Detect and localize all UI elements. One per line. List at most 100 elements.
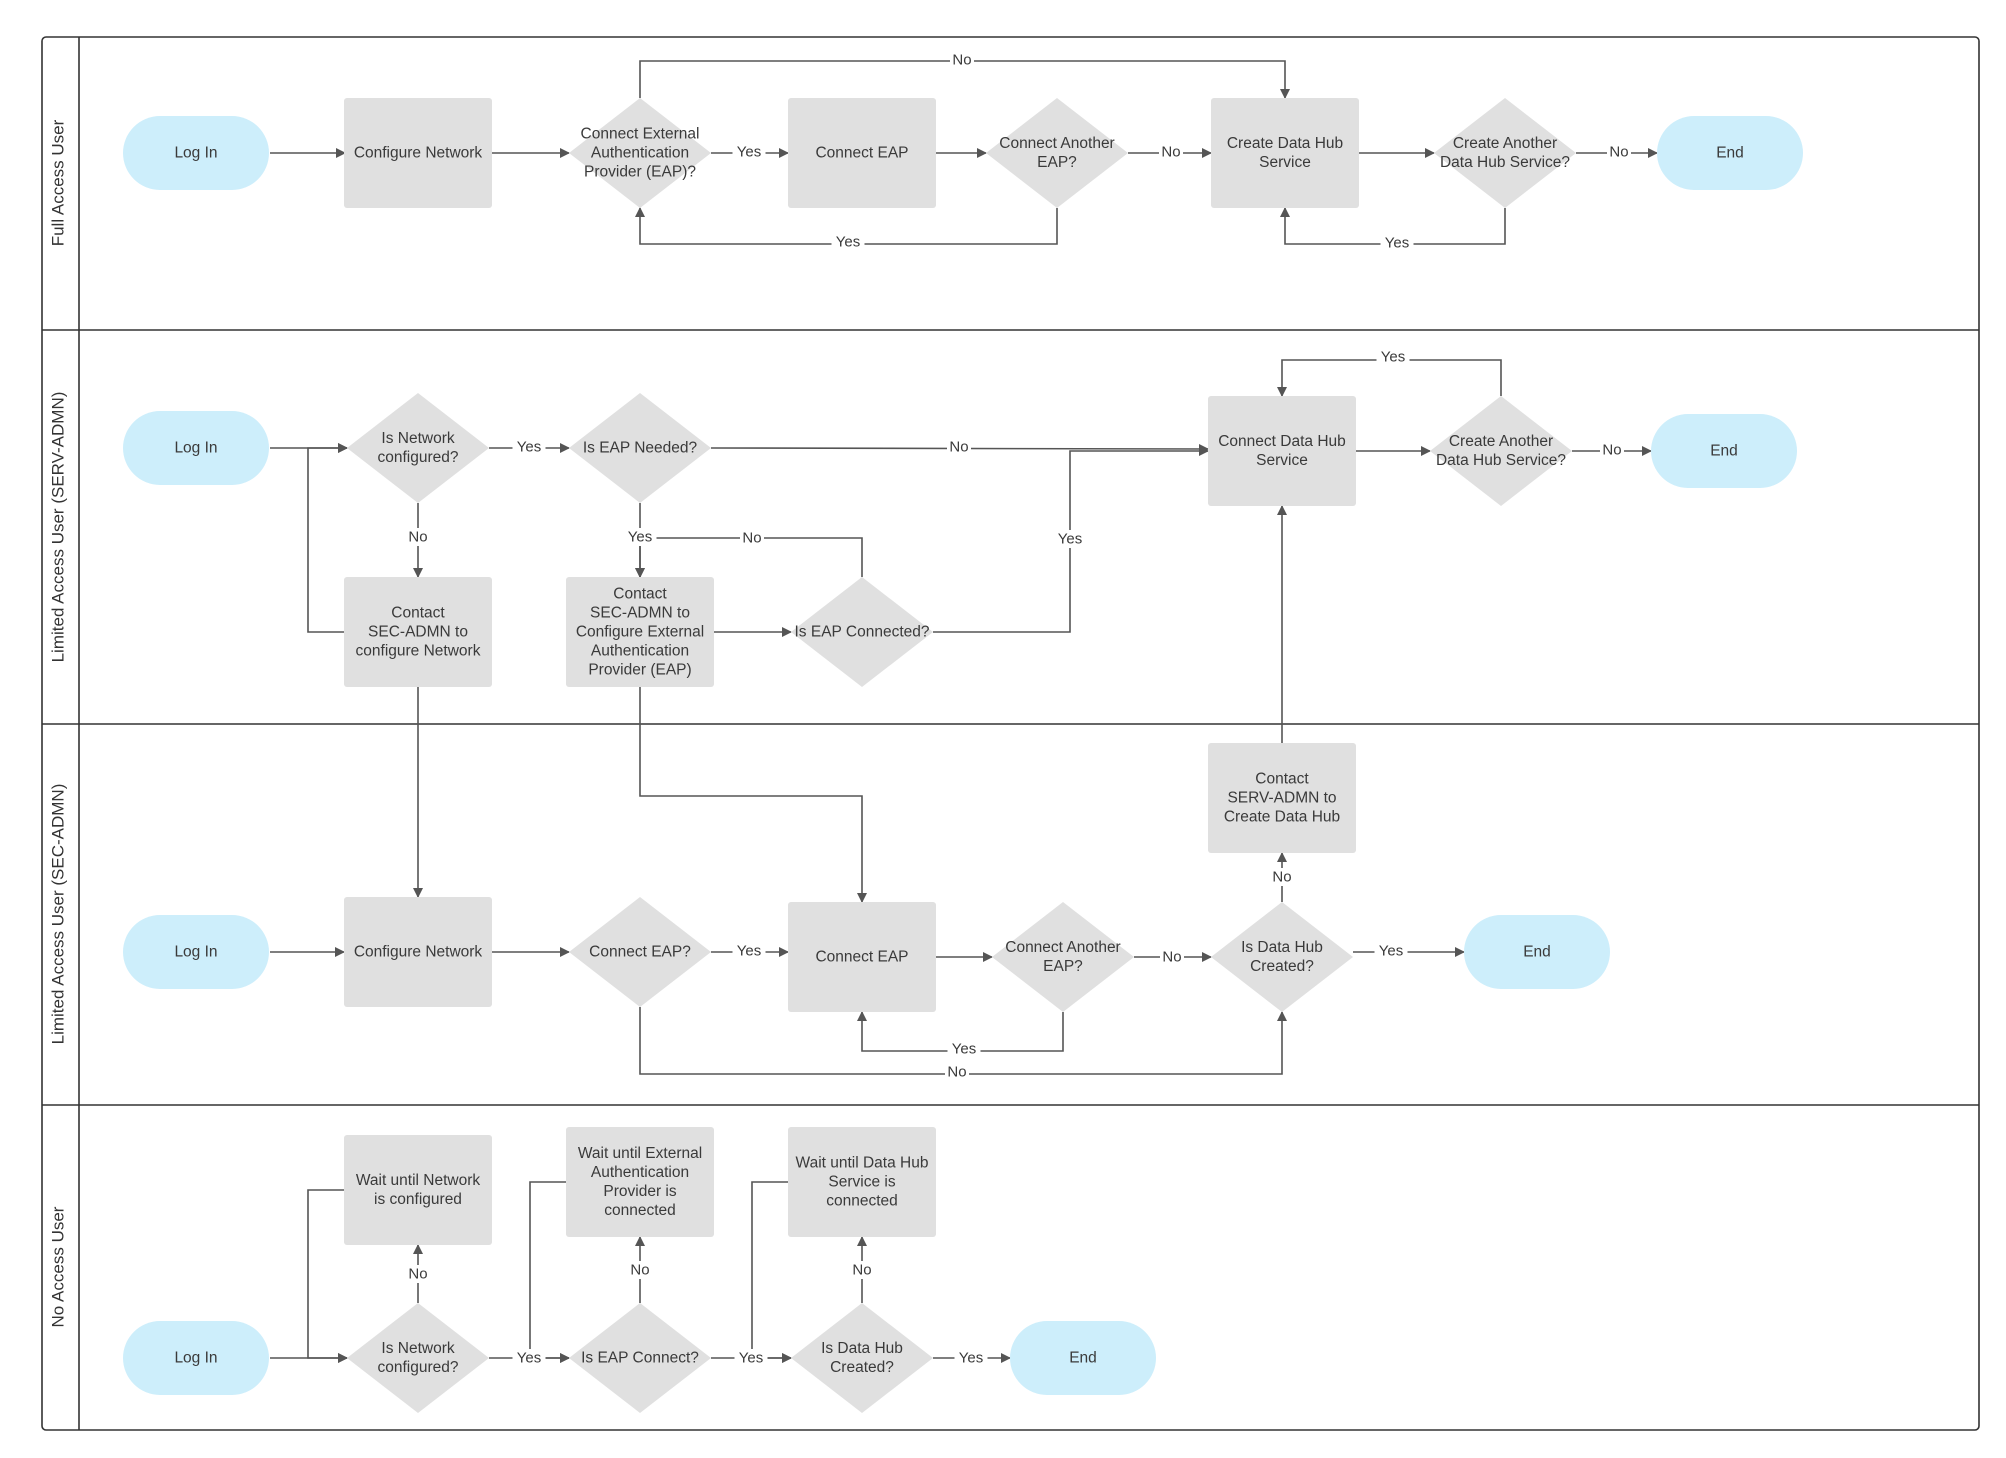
connector-label-yes: Yes — [737, 144, 761, 161]
connector-label-background — [628, 1261, 652, 1279]
terminal-shape — [123, 1321, 269, 1395]
node-label-line: Data Hub Service? — [1436, 452, 1566, 469]
connector-label-background — [732, 143, 766, 161]
node-label-line: Configure Network — [354, 944, 483, 961]
process-box — [1211, 98, 1359, 208]
connector-na_wait_hub-to-na_hubcreated — [751, 1181, 792, 1363]
terminal-shape — [123, 116, 269, 190]
terminal-shape — [1010, 1321, 1156, 1395]
node-label-line: SERV-ADMN to — [1227, 790, 1336, 807]
node-label-line: is configured — [374, 1191, 462, 1208]
decision-diamond — [347, 1303, 489, 1413]
connector-label-background — [406, 1265, 430, 1283]
node-label-line: Created? — [830, 1359, 894, 1376]
connector-label-background — [512, 1349, 546, 1367]
node-label-line: configured? — [377, 449, 458, 466]
connector-label-yes: Yes — [1379, 943, 1403, 960]
node-label-line: Create Data Hub — [1227, 135, 1343, 152]
node-label-line: Connect EAP — [815, 949, 908, 966]
node-label-line: Configure External — [576, 624, 704, 641]
node-label-line: SEC-ADMN to — [368, 624, 468, 641]
connector-label-no: No — [630, 1262, 649, 1279]
node-label-line: Connect Another — [999, 135, 1114, 152]
connector-label-background — [1270, 868, 1294, 886]
node-label-line: Connect External — [581, 126, 700, 143]
connector-label-background — [947, 438, 971, 456]
decision-diamond — [569, 98, 711, 208]
node-label-line: Is EAP Connected? — [795, 624, 930, 641]
process-box — [788, 902, 936, 1012]
decision-diamond — [1211, 902, 1353, 1012]
connector-label-no: No — [952, 52, 971, 69]
connector-label-no: No — [949, 439, 968, 456]
node-label-line: Wait until Network — [356, 1172, 481, 1189]
decision-diamond — [1434, 98, 1576, 208]
node-terminal-sc-end: End — [1464, 915, 1610, 989]
node-label-line: connected — [604, 1202, 676, 1219]
connector-label-background — [850, 1261, 874, 1279]
decision-diamond — [569, 393, 711, 503]
node-terminal-fa-end: End — [1657, 116, 1803, 190]
decision-diamond — [992, 902, 1134, 1012]
node-label-line: Create Data Hub — [1224, 809, 1340, 826]
decision-diamond — [791, 1303, 933, 1413]
node-label-line: configured? — [377, 1359, 458, 1376]
process-box — [566, 1127, 714, 1237]
connector-label-background — [947, 1040, 981, 1058]
connector-label-background — [732, 942, 766, 960]
connector-label-no: No — [1272, 869, 1291, 886]
connector-label-yes: Yes — [952, 1041, 976, 1058]
node-label-line: Log In — [174, 944, 217, 961]
connector-label-no: No — [1161, 144, 1180, 161]
node-terminal-sv-end: End — [1651, 414, 1797, 488]
node-label-line: Is Network — [381, 430, 454, 447]
node-decision-sv-eapneed: Is EAP Needed? — [569, 393, 711, 503]
node-label-line: SEC-ADMN to — [590, 605, 690, 622]
node-label-line: Is EAP Needed? — [583, 440, 698, 457]
node-label-line: Provider (EAP)? — [584, 164, 696, 181]
node-process-fa-confnet: Configure Network — [344, 98, 492, 208]
connector-label-background — [734, 1349, 768, 1367]
connector-label-yes: Yes — [737, 943, 761, 960]
node-label-line: Data Hub Service? — [1440, 154, 1570, 171]
node-label-line: Log In — [174, 440, 217, 457]
connector-label-background — [945, 1063, 969, 1081]
connector-label-background — [950, 51, 974, 69]
node-label-line: Connect Another — [1005, 939, 1120, 956]
connector-label-yes: Yes — [628, 529, 652, 546]
process-box — [344, 1135, 492, 1245]
node-terminal-na-end: End — [1010, 1321, 1156, 1395]
decision-diamond — [791, 577, 933, 687]
connector-label-no: No — [947, 1064, 966, 1081]
connector-label-yes: Yes — [959, 1350, 983, 1367]
node-label-line: Contact — [613, 586, 667, 603]
node-label-line: connected — [826, 1193, 898, 1210]
process-box — [1208, 396, 1356, 506]
lane-label-serv: Limited Access User (SERV-ADMN) — [49, 392, 68, 663]
connector-label-background — [1607, 143, 1631, 161]
node-label-line: Provider is — [603, 1183, 676, 1200]
decision-diamond — [1430, 396, 1572, 506]
node-label-line: EAP? — [1037, 154, 1077, 171]
decision-diamond — [986, 98, 1128, 208]
connector-label-no: No — [1162, 949, 1181, 966]
decision-diamond — [569, 897, 711, 1007]
process-box — [788, 98, 936, 208]
node-label-line: Is Data Hub — [821, 1340, 903, 1357]
node-process-na-wait-net: Wait until Network is configured — [344, 1135, 492, 1245]
node-process-na-wait-eap: Wait until ExternalAuthenticationProvide… — [566, 1127, 714, 1237]
node-label-line: Provider (EAP) — [588, 662, 691, 679]
terminal-shape — [1657, 116, 1803, 190]
connector-label-no: No — [408, 529, 427, 546]
terminal-shape — [1651, 414, 1797, 488]
connector-label-no: No — [742, 530, 761, 547]
node-label-line: EAP? — [1043, 958, 1083, 975]
